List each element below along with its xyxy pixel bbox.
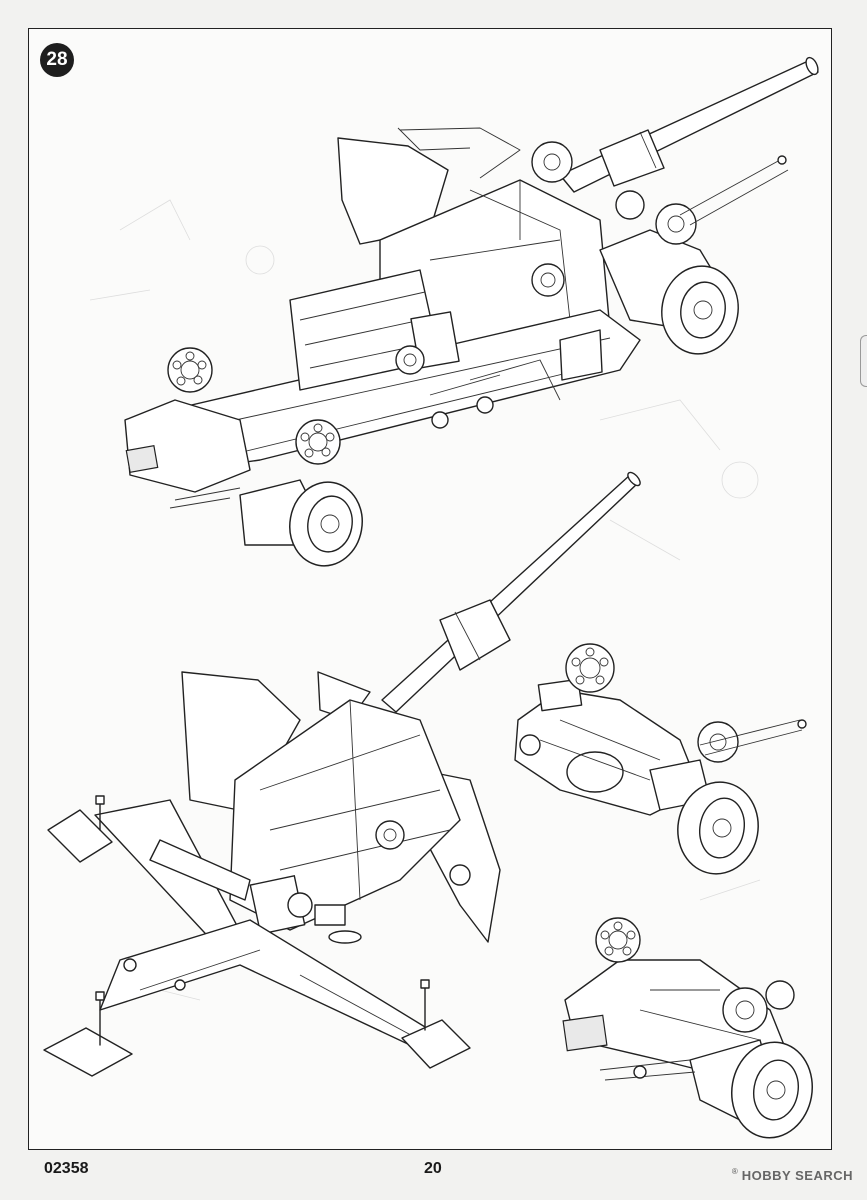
transport-configuration-drawing: [124, 56, 819, 567]
step-number-badge: 28: [40, 43, 74, 77]
product-code: 02358: [44, 1160, 89, 1177]
watermark-logo: HOBBY SEARCH: [741, 1168, 853, 1183]
watermark: ® HOBBY SEARCH: [731, 1167, 853, 1183]
firing-position-drawing: [43, 471, 641, 1077]
show-through-marks: [89, 199, 761, 1001]
page-binding-tab: [860, 335, 867, 387]
front-limber-drawing: [562, 917, 814, 1139]
rear-limber-drawing: [514, 643, 807, 875]
page-number: 20: [424, 1160, 442, 1177]
registered-mark: ®: [731, 1167, 738, 1176]
